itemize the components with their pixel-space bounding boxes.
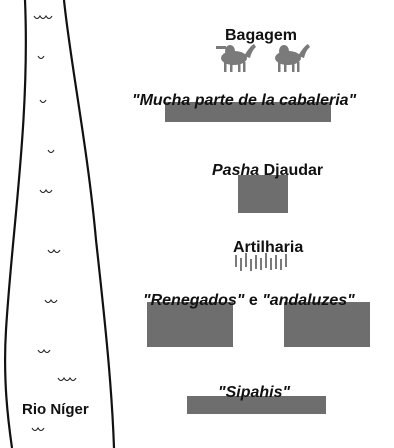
camel-icon	[216, 44, 310, 72]
cannon-icon	[235, 253, 287, 271]
commander-name: Djaudar	[259, 162, 324, 179]
sipahis-label: "Sipahis"	[218, 384, 291, 401]
cavalry-block	[165, 102, 331, 122]
artillery-label: Artilharia	[233, 239, 304, 256]
renegades-conj: e	[244, 292, 263, 309]
renegades-part1: "Renegados"	[143, 292, 245, 309]
renegades-label: "Renegados" e "andaluzes"	[143, 292, 355, 310]
cavalry-label: "Mucha parte de la cabaleria"	[132, 92, 357, 109]
commander-block	[238, 175, 288, 213]
river-label: Rio Níger	[22, 401, 89, 418]
andalusians-block	[284, 302, 370, 347]
renegades-block	[147, 302, 233, 347]
baggage-label: Bagagem	[225, 27, 298, 44]
water-ripples	[31, 14, 77, 432]
renegades-part2: "andaluzes"	[262, 292, 355, 309]
river-left-bank	[4, 0, 27, 448]
sipahis-block	[187, 396, 326, 414]
river-right-bank	[62, 0, 116, 448]
commander-title: Pasha	[212, 162, 260, 179]
commander-label: Pasha Djaudar	[212, 162, 323, 180]
